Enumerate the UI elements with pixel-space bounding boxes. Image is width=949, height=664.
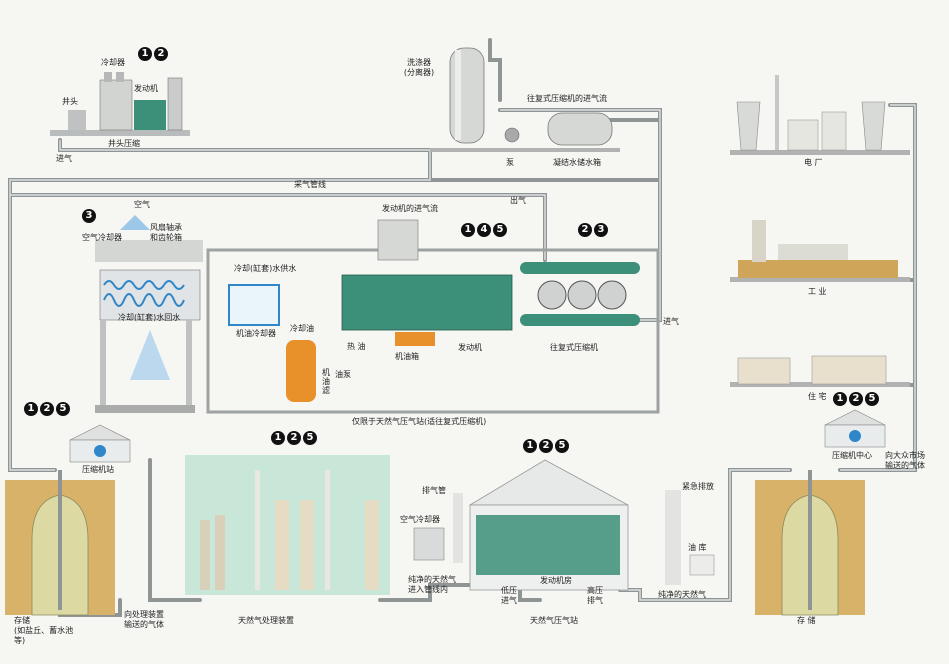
exhaust-pipe-label: 排气管 (422, 486, 446, 495)
fan-bearing-label: 风扇轴承 和齿轮箱 (150, 223, 182, 242)
air-label: 空气 (134, 200, 150, 209)
wellhead-compressor-unit (50, 72, 190, 136)
oil-cooler-label: 机油冷却器 (236, 329, 276, 338)
station-frame (95, 215, 660, 414)
badge-num: 2 (40, 402, 54, 416)
compressor-center-label: 压缩机中心 (832, 451, 872, 460)
badge-top-left: 1 2 (138, 47, 168, 61)
emergency-vent-label: 紧急排放 (682, 482, 714, 491)
badge-num: 3 (594, 223, 608, 237)
storage-left-label: 存储 (如盐丘、蓄水池等) (14, 616, 74, 645)
compression-station-label: 天然气压气站 (530, 616, 578, 625)
engine-intake-label: 发动机的进气流 (382, 204, 438, 213)
consumers (730, 75, 910, 387)
clean-gas-in-label: 纯净的天然气 进入管线内 (408, 575, 456, 594)
compression-building (413, 459, 715, 591)
to-processing-label: 向处理装置 输送的气体 (124, 610, 164, 629)
intake-left-label: 进气 (56, 154, 72, 163)
badge-num: 1 (523, 439, 537, 453)
air-cooler-bottom-label: 空气冷却器 (400, 515, 440, 524)
to-market-label: 向大众市场 输送的气体 (885, 451, 925, 470)
high-pressure-label: 高压 排气 (587, 586, 603, 605)
badge-num: 1 (271, 431, 285, 445)
badge-num: 3 (82, 209, 96, 223)
recip-compressor-label: 往复式压缩机 (550, 343, 598, 352)
air-cooler-label: 空气冷却器 (82, 233, 122, 242)
engine-mid-label: 发动机 (458, 343, 482, 352)
separator-label: 洗涤器 (分离器) (403, 58, 435, 77)
condensate-tank-label: 凝结水储水箱 (553, 158, 601, 167)
badge-num: 1 (461, 223, 475, 237)
low-pressure-label: 低压 进气 (501, 586, 517, 605)
oil-filter-label: 机油滤 (322, 368, 330, 395)
cooling-oil-label: 冷却油 (290, 324, 314, 333)
badge-residential: 1 2 5 (833, 392, 879, 406)
badge-air-cooler: 3 (82, 209, 96, 223)
badge-num: 2 (849, 392, 863, 406)
oil-storage-label: 油 库 (688, 543, 707, 552)
engine-label: 发动机 (134, 84, 158, 93)
badge-num: 1 (138, 47, 152, 61)
badge-num: 1 (24, 402, 38, 416)
wellhead-label: 井头 (62, 97, 78, 106)
engine-room-label: 发动机房 (540, 576, 572, 585)
badge-num: 2 (578, 223, 592, 237)
wellhead-compressor-label: 井头压缩 (108, 139, 140, 148)
station-note-label: 仅限于天然气压气站(适往复式压缩机) (352, 417, 487, 426)
cooling-return-label: 冷却(缸套)水回水 (118, 313, 181, 322)
badge-num: 2 (154, 47, 168, 61)
badge-num: 5 (493, 223, 507, 237)
separator-and-tank (430, 47, 620, 152)
compressor-houses (69, 409, 886, 463)
oil-pump-label: 油泵 (335, 370, 351, 379)
badge-num: 2 (287, 431, 301, 445)
power-plant-label: 电 厂 (804, 158, 823, 167)
recip-intake-label: 往复式压缩机的进气流 (527, 94, 607, 103)
badge-compression: 1 2 5 (523, 439, 569, 453)
compressor-station-label: 压缩机站 (82, 465, 114, 474)
outlet-gas-label: 出气 (510, 196, 526, 205)
pump-label: 泵 (506, 158, 514, 167)
badge-num: 5 (56, 402, 70, 416)
clean-gas-out-label: 纯净的天然气 (658, 590, 706, 599)
intake-right-label: 进气 (663, 317, 679, 326)
badge-num: 5 (303, 431, 317, 445)
badge-processing: 1 2 5 (271, 431, 317, 445)
badge-num: 2 (539, 439, 553, 453)
processing-plant-label: 天然气处理装置 (238, 616, 294, 625)
residential-label: 住 宅 (808, 392, 827, 401)
badge-left-station: 1 2 5 (24, 402, 70, 416)
processing-plant (185, 455, 390, 595)
badge-num: 5 (865, 392, 879, 406)
hot-oil-label: 热 油 (347, 342, 366, 351)
pipeline-highlight (9, 104, 916, 601)
badge-num: 5 (555, 439, 569, 453)
badge-num: 4 (477, 223, 491, 237)
storage-right-label: 存 储 (797, 616, 816, 625)
badge-compressor: 2 3 (578, 223, 608, 237)
cooling-supply-label: 冷却(缸套)水供水 (234, 264, 297, 273)
badge-engine-flow: 1 4 5 (461, 223, 507, 237)
oil-pan-label: 机油箱 (395, 352, 419, 361)
storage-wells (5, 470, 865, 616)
cooler-label: 冷却器 (101, 58, 125, 67)
badge-num: 1 (833, 392, 847, 406)
industry-label: 工 业 (808, 287, 827, 296)
gathering-line-label: 采气管线 (294, 180, 326, 189)
